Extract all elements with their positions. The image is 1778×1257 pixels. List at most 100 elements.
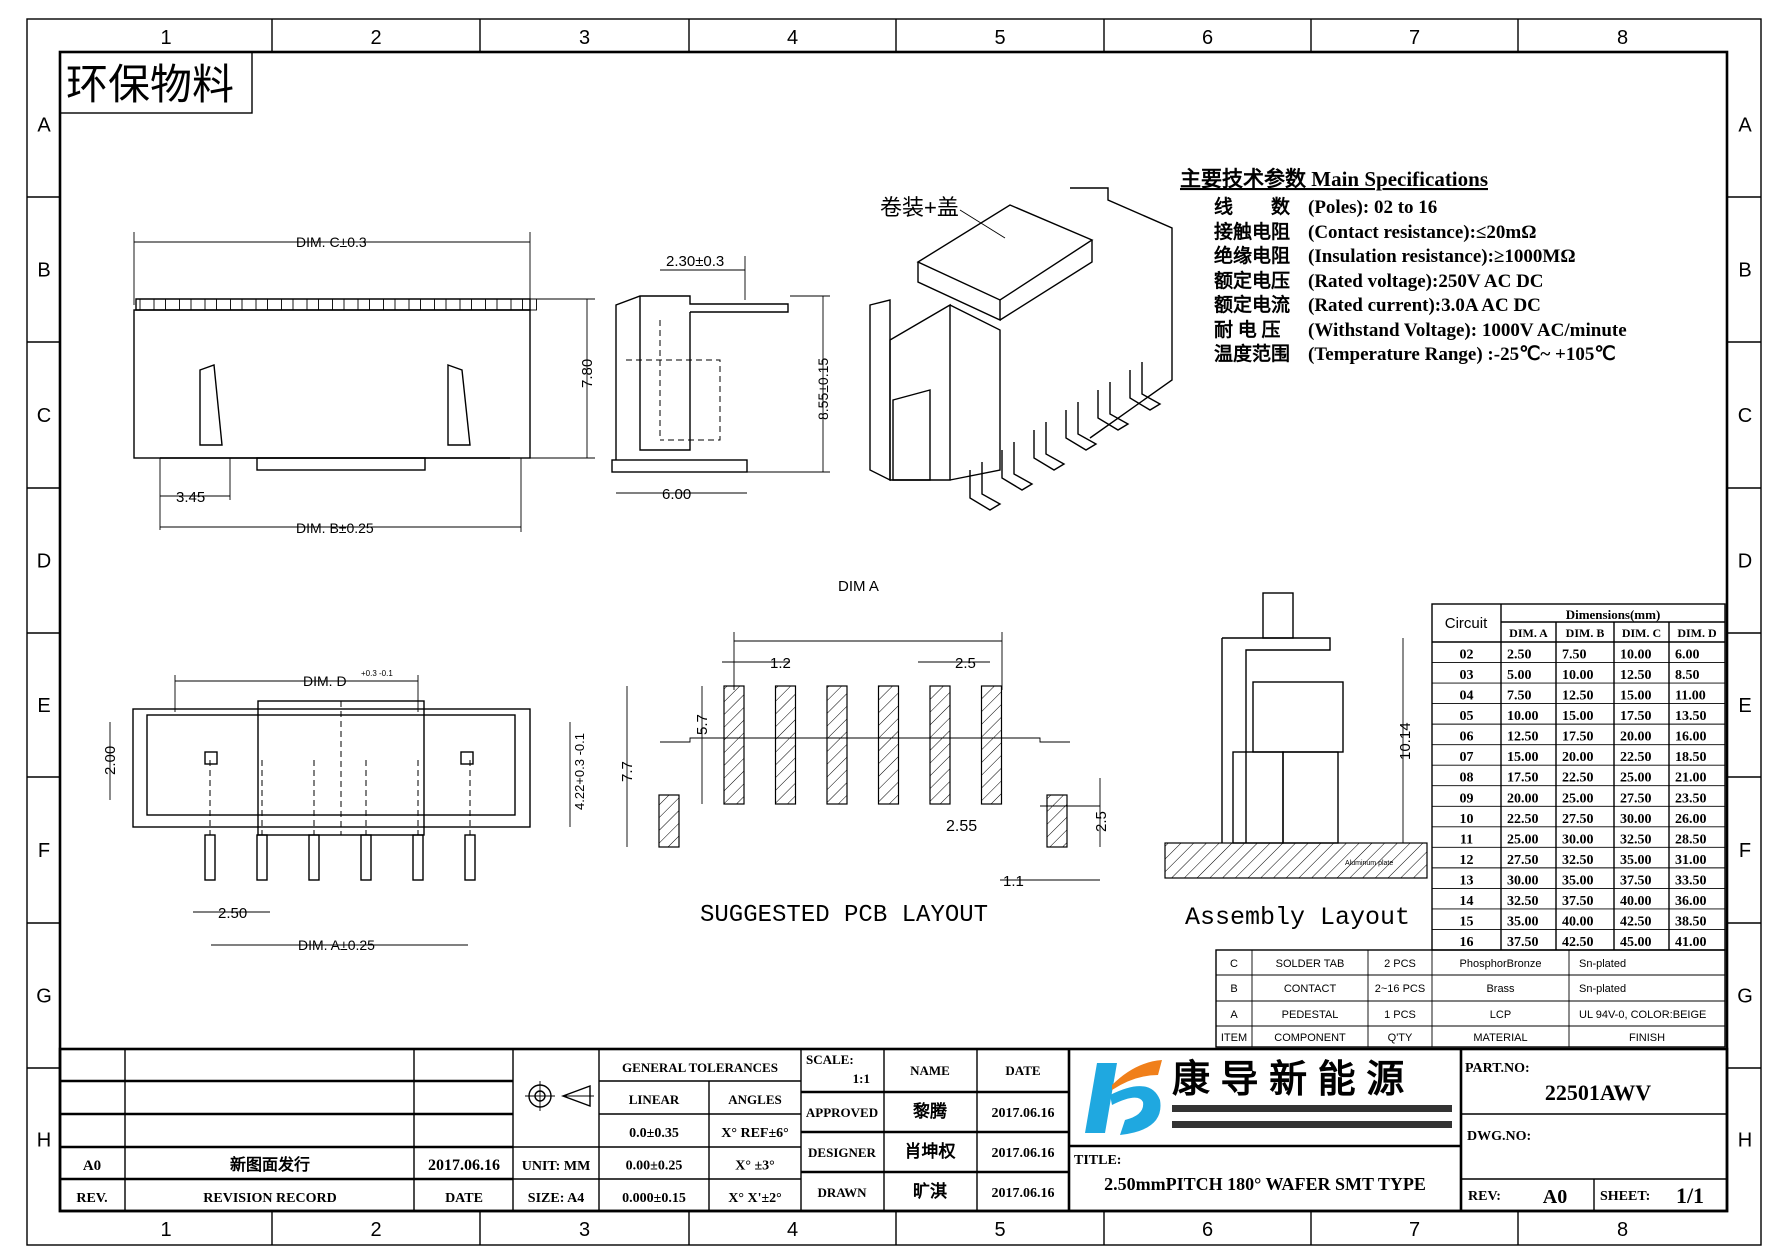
svg-text:2.5: 2.5 — [955, 655, 976, 672]
spec-value: (Contact resistance):≤20mΩ — [1308, 222, 1536, 243]
bom-cell: SOLDER TAB — [1276, 958, 1345, 970]
zone-column-label: 1 — [160, 27, 171, 49]
spec-value: (Rated voltage):250V AC DC — [1308, 271, 1544, 292]
tooth — [139, 298, 155, 311]
label: DATE — [1005, 1063, 1040, 1078]
table-cell: 11.00 — [1675, 689, 1706, 704]
table-cell: 36.00 — [1675, 894, 1707, 909]
label: REVISION RECORD — [203, 1191, 336, 1206]
label: 22501AWV — [1545, 1080, 1651, 1105]
label: 0.0±0.35 — [629, 1126, 679, 1141]
label: SHEET: — [1600, 1189, 1650, 1204]
svg-text:7.7: 7.7 — [619, 761, 636, 782]
table-cell: 7.50 — [1507, 689, 1532, 704]
table-cell: 02 — [1460, 648, 1474, 663]
assembly-layout: 10.14 Aluminum plate Assembly Layout — [1164, 592, 1428, 932]
label: X° REF±6° — [721, 1126, 789, 1141]
svg-text:2.00: 2.00 — [102, 746, 119, 775]
table-cell: 15 — [1460, 914, 1474, 929]
table-cell: 15.00 — [1562, 709, 1594, 724]
table-cell: 37.50 — [1507, 935, 1539, 950]
zone-column-label: 6 — [1202, 27, 1213, 49]
tooth — [190, 298, 206, 311]
label: 2017.06.16 — [992, 1106, 1055, 1121]
svg-text:主要技术参数 Main Specifications: 主要技术参数 Main Specifications — [1180, 167, 1488, 191]
iso-pin — [1033, 422, 1066, 471]
table-cell: 42.50 — [1620, 914, 1652, 929]
table-cell: 12 — [1460, 853, 1474, 868]
label: 0.00±0.25 — [626, 1159, 683, 1174]
pin — [360, 834, 372, 881]
label: DRAWN — [817, 1185, 867, 1200]
table-cell: 06 — [1460, 730, 1474, 745]
zone-column-label: 2 — [370, 27, 381, 49]
zone-row-label: B — [1738, 260, 1751, 282]
svg-text:2.30±0.3: 2.30±0.3 — [666, 253, 724, 270]
svg-text:1.2: 1.2 — [770, 655, 791, 672]
table-cell: 27.50 — [1507, 853, 1539, 868]
pcb-pad — [723, 685, 745, 805]
zone-column-label: 4 — [787, 27, 798, 49]
table-cell: 31.00 — [1675, 853, 1707, 868]
zone-row-label: A — [37, 115, 51, 137]
label: X° X'±2° — [728, 1191, 782, 1206]
spec-value: (Insulation resistance):≥1000MΩ — [1308, 246, 1576, 267]
label: X° ±3° — [735, 1159, 775, 1174]
svg-text:DIM. B±0.25: DIM. B±0.25 — [296, 520, 374, 536]
bom-header: FINISH — [1629, 1032, 1665, 1044]
bom-header: Q'TY — [1388, 1032, 1413, 1044]
table-cell: 05 — [1460, 709, 1474, 724]
table-cell: 14 — [1460, 894, 1474, 909]
projection-symbol-icon — [525, 1081, 594, 1111]
bom-cell: Sn-plated — [1579, 958, 1626, 970]
svg-text:2.50: 2.50 — [218, 905, 247, 922]
label: 旷淇 — [913, 1181, 947, 1201]
table-cell: 41.00 — [1675, 935, 1707, 950]
label: SCALE: — [806, 1052, 854, 1067]
label: DWG.NO: — [1467, 1129, 1531, 1144]
zone-row-label: E — [37, 695, 50, 717]
svg-text:Circuit: Circuit — [1445, 615, 1488, 632]
bom-header: COMPONENT — [1274, 1032, 1346, 1044]
table-cell: 09 — [1460, 791, 1474, 806]
table-cell: 22.50 — [1620, 750, 1652, 765]
pin — [412, 834, 424, 881]
label: SIZE: A4 — [528, 1191, 584, 1206]
table-cell: 07 — [1460, 750, 1474, 765]
svg-text:5.7: 5.7 — [694, 714, 711, 735]
table-cell: 8.50 — [1675, 668, 1700, 683]
bom-cell: C — [1230, 958, 1238, 970]
tooth — [496, 298, 512, 311]
svg-text:6.00: 6.00 — [662, 486, 691, 503]
label: APPROVED — [806, 1105, 878, 1120]
pin — [204, 834, 216, 881]
zone-row-label: H — [37, 1130, 51, 1152]
isometric-view: 卷装+盖 — [869, 187, 1173, 511]
label: 1:1 — [853, 1071, 870, 1086]
table-cell: 6.00 — [1675, 648, 1700, 663]
table-cell: 22.50 — [1562, 771, 1594, 786]
svg-text:2.55: 2.55 — [946, 818, 977, 835]
zone-column-label: 1 — [160, 1219, 171, 1241]
table-cell: 28.50 — [1675, 832, 1707, 847]
pin — [464, 834, 476, 881]
zone-row-label: C — [37, 405, 51, 427]
label: NAME — [910, 1063, 950, 1078]
table-cell: 15.00 — [1507, 750, 1539, 765]
table-cell: 7.50 — [1562, 648, 1587, 663]
zone-column-label: 3 — [579, 27, 590, 49]
tooth — [318, 298, 333, 311]
tooth — [165, 298, 180, 311]
bom-cell: A — [1230, 1009, 1238, 1021]
label: 黎腾 — [913, 1101, 948, 1121]
svg-text:DIM. D: DIM. D — [303, 673, 347, 689]
table-cell: 12.50 — [1507, 730, 1539, 745]
pcb-pad — [929, 685, 951, 805]
table-cell: 37.50 — [1620, 873, 1652, 888]
table-cell: 37.50 — [1562, 894, 1594, 909]
svg-text:Assembly Layout: Assembly Layout — [1185, 903, 1410, 932]
spec-name: 额定电压 — [1214, 269, 1290, 292]
label: TITLE: — [1074, 1153, 1121, 1168]
table-cell: 30.00 — [1507, 873, 1539, 888]
